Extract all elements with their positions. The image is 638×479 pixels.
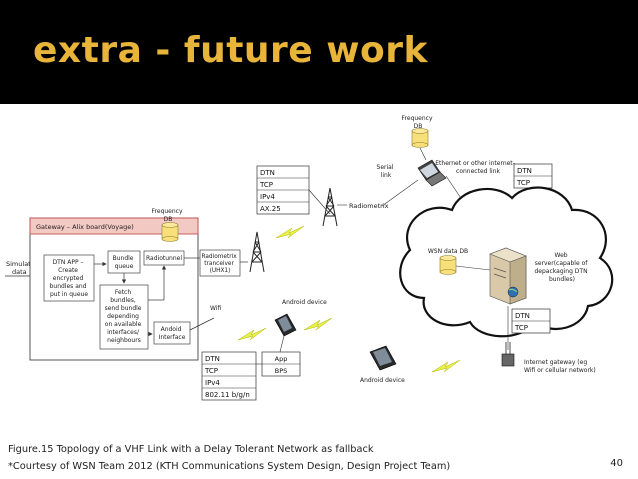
frequency-db-right-label: Frequency DB [402, 115, 435, 130]
protocol-stack-top: DTN TCP IPv4 AX.25 [256, 165, 310, 215]
wifi-label: Wifi [210, 305, 221, 312]
caption-line-1: Figure.15 Topology of a VHF Link with a … [8, 444, 374, 455]
caption-line-2: *Courtesy of WSN Team 2012 (KTH Communic… [8, 461, 451, 472]
fetch-bundles-box [99, 284, 149, 350]
server-icon [489, 247, 527, 305]
svg-text:TCP: TCP [259, 181, 273, 189]
gateway-title: Gateway – Alix board(Voyage) [36, 223, 134, 231]
simulated-data-label: Simulated data [6, 260, 41, 276]
svg-text:IPv4: IPv4 [260, 193, 275, 201]
database-icon [161, 222, 179, 242]
network-topology-diagram: Simulated data Gateway – Alix board(Voya… [5, 115, 614, 401]
android-device-top-label: Android device [282, 299, 327, 306]
lightning-bolt-icon [431, 359, 461, 373]
router-icon [501, 342, 515, 367]
dtn-app-box [43, 254, 95, 302]
radiometrix-transceiver-box [199, 249, 241, 277]
svg-text:BPS: BPS [275, 367, 288, 375]
svg-text:TCP: TCP [516, 179, 530, 187]
figure-caption: Figure.15 Topology of a VHF Link with a … [8, 441, 450, 475]
fetch-bundles-label: Fetch bundles, send bundle depending on … [105, 289, 144, 344]
svg-text:App: App [275, 355, 288, 363]
web-server-label: Web server(capable of depackaging DTN bu… [534, 252, 589, 283]
gateway-header [29, 217, 199, 235]
svg-text:DTN: DTN [515, 312, 530, 320]
internet-gateway-label: Internet gateway (eg Wifi or cellular ne… [524, 359, 596, 374]
svg-text:TCP: TCP [204, 367, 218, 375]
radiometrix-label: Radiometrix [349, 202, 389, 210]
database-icon [411, 128, 429, 148]
antenna-tower-icon [249, 231, 265, 273]
lightning-bolt-icon [275, 225, 305, 239]
app-stack: App BPS [261, 351, 301, 377]
bundle-queue-label: Bundle queue [113, 255, 136, 270]
svg-text:802.11 b/g/n: 802.11 b/g/n [205, 391, 250, 399]
android-interface-box [153, 321, 191, 345]
slide-title: extra - future work [33, 30, 428, 71]
android-device-bottom-label: Android device [360, 377, 405, 384]
lightning-bolt-icon [303, 317, 333, 331]
ethernet-link-label: Ethernet or other internet- connected li… [435, 160, 517, 175]
svg-text:IPv4: IPv4 [205, 379, 220, 387]
wsn-data-db-label: WSN data DB [428, 248, 468, 255]
radiometrix-transceiver-label: Radiometrix tranceiver (UHX1) [201, 254, 238, 274]
svg-text:DTN: DTN [260, 169, 275, 177]
antenna-tower-icon [322, 187, 338, 227]
database-icon [439, 255, 457, 275]
serial-link-label: Serial link [377, 164, 396, 179]
android-interface-label: Andoid Interface [159, 326, 186, 341]
smartphone-icon [274, 313, 297, 337]
svg-text:DTN: DTN [517, 167, 532, 175]
smartphone-icon [369, 345, 397, 371]
lightning-bolt-icon [237, 327, 267, 341]
dtn-app-label: DTN APP – Create encrypted bundles and p… [50, 259, 89, 298]
protocol-stack-right-top: DTN TCP [513, 163, 553, 189]
protocol-stack-right-bottom: DTN TCP [511, 308, 551, 334]
frequency-db-left-label: Frequency DB [152, 208, 185, 223]
protocol-stack-bottom-left: DTN TCP IPv4 802.11 b/g/n [201, 351, 257, 401]
laptop-icon [417, 159, 447, 187]
svg-text:TCP: TCP [514, 324, 528, 332]
page-number: 40 [610, 458, 623, 469]
radiotunnel-label: Radiotunnel [146, 255, 182, 262]
svg-text:AX.25: AX.25 [260, 205, 281, 213]
svg-text:DTN: DTN [205, 355, 220, 363]
